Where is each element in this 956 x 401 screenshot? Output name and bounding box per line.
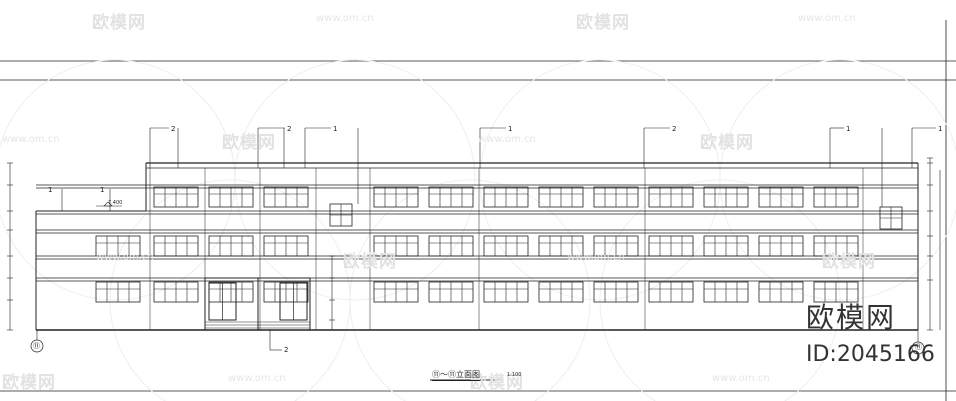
elevation-mark: 7.400: [108, 200, 123, 206]
watermark-url: www.om.cn: [712, 373, 770, 384]
material-tag: 1: [48, 186, 53, 194]
watermark-url: www.om.cn: [228, 373, 286, 384]
material-tag: 1: [846, 125, 851, 133]
axis-label-left: ⑪: [33, 342, 40, 350]
watermark-brand: 欧模网: [222, 133, 276, 153]
material-tag: 2: [284, 346, 289, 354]
material-tag: 2: [171, 125, 176, 133]
watermark-brand: 欧模网: [700, 133, 754, 153]
brand-id: ID:2045166: [806, 342, 935, 367]
watermark-url: www.om.cn: [798, 13, 856, 24]
watermark-url: www.om.cn: [316, 13, 374, 24]
material-tag: 2: [672, 125, 677, 133]
watermark-url: www.om.cn: [567, 252, 625, 263]
watermark-brand: 欧模网: [470, 373, 524, 393]
watermark-brand: 欧模网: [92, 13, 146, 33]
brand-logo-text: 欧模网: [806, 301, 897, 334]
watermark-brand: 欧模网: [343, 252, 397, 272]
watermark-brand: 欧模网: [576, 13, 630, 33]
drawing-scale: 1:100: [507, 372, 522, 378]
watermark-brand: 欧模网: [2, 373, 56, 393]
axis-label-right: ⑪: [915, 343, 922, 351]
material-tag: 1: [100, 186, 105, 194]
watermark-url: www.om.cn: [96, 252, 154, 263]
watermark-circle: [349, 179, 591, 401]
watermark-url: www.om.cn: [478, 134, 536, 145]
watermark-circle: [599, 179, 841, 401]
material-tag: 2: [287, 125, 292, 133]
watermark-circle: [0, 59, 236, 301]
watermark-brand: 欧模网: [822, 252, 876, 272]
watermark-circle: [479, 59, 721, 301]
material-tag: 1: [938, 125, 943, 133]
watermark-url: www.om.cn: [2, 134, 60, 145]
material-tag: 1: [508, 125, 513, 133]
drawing-title: ⑪～⑪立面图: [432, 370, 480, 381]
material-tag: 1: [333, 125, 338, 133]
